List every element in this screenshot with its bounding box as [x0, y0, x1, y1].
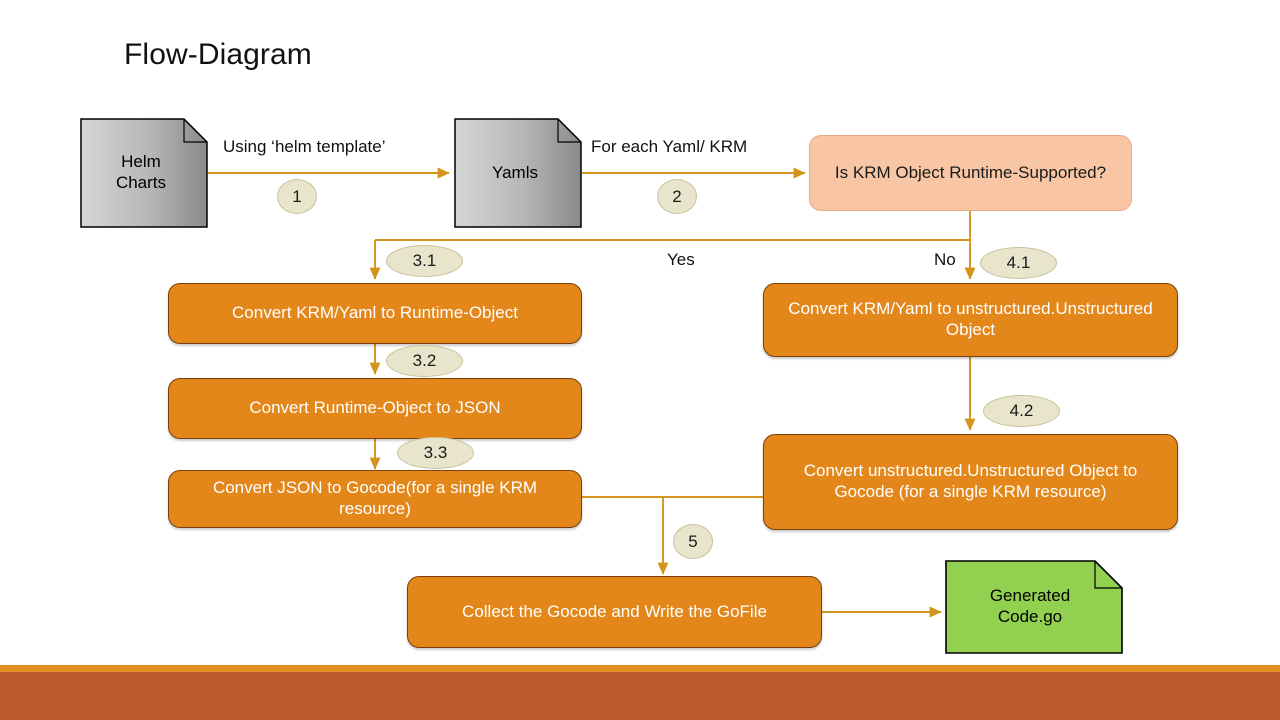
step-badge-3-2: 3.2	[386, 345, 463, 377]
step-badge-3-2-label: 3.2	[412, 351, 437, 370]
edge-label-no: No	[934, 250, 956, 269]
step-badge-2-label: 2	[672, 186, 682, 206]
step-badge-4-1-label: 4.1	[1006, 253, 1031, 272]
node-convert-unstructured-to-gocode[interactable]: Convert unstructured.Unstructured Object…	[763, 434, 1178, 530]
step-badge-4-1: 4.1	[980, 247, 1057, 279]
node-helm-charts[interactable]: Helm Charts	[80, 118, 208, 228]
step-badge-1-label: 1	[292, 186, 302, 206]
step-badge-3-3-label: 3.3	[423, 443, 448, 462]
step-badge-5: 5	[673, 524, 713, 559]
node-generated-code-go[interactable]: Generated Code.go	[945, 560, 1123, 654]
document-shape-icon	[80, 118, 208, 228]
node-convert-krm-yaml-to-unstructured[interactable]: Convert KRM/Yaml to unstructured.Unstruc…	[763, 283, 1178, 357]
node-decision-krm-runtime-supported[interactable]: Is KRM Object Runtime-Supported?	[809, 135, 1132, 211]
node-convert-krm-yaml-to-runtime-object[interactable]: Convert KRM/Yaml to Runtime-Object	[168, 283, 582, 344]
step-badge-4-2-label: 4.2	[1009, 401, 1034, 420]
step-badge-4-2: 4.2	[983, 395, 1060, 427]
node-convert-runtime-object-to-json-label: Convert Runtime-Object to JSON	[249, 398, 501, 418]
node-convert-json-to-gocode-label: Convert JSON to Gocode(for a single KRM …	[212, 478, 538, 518]
step-badge-2: 2	[657, 179, 697, 214]
node-convert-krm-yaml-to-unstructured-label: Convert KRM/Yaml to unstructured.Unstruc…	[788, 299, 1153, 339]
node-convert-krm-yaml-to-runtime-object-label: Convert KRM/Yaml to Runtime-Object	[232, 303, 518, 323]
node-convert-json-to-gocode[interactable]: Convert JSON to Gocode(for a single KRM …	[168, 470, 582, 528]
node-decision-label: Is KRM Object Runtime-Supported?	[834, 162, 1107, 182]
document-shape-icon	[945, 560, 1123, 654]
footer-band	[0, 672, 1280, 720]
edge-label-for-each-yaml-krm: For each Yaml/ KRM	[591, 137, 748, 156]
node-yamls[interactable]: Yamls	[454, 118, 582, 228]
step-badge-3-3: 3.3	[397, 437, 474, 469]
document-shape-icon	[454, 118, 582, 228]
page-title: Flow-Diagram	[124, 38, 312, 71]
step-badge-3-1: 3.1	[386, 245, 463, 277]
node-collect-gocode-write-gofile[interactable]: Collect the Gocode and Write the GoFile	[407, 576, 822, 648]
node-collect-gocode-write-gofile-label: Collect the Gocode and Write the GoFile	[462, 601, 767, 621]
step-badge-5-label: 5	[688, 531, 698, 551]
edge-label-using-helm-template: Using ‘helm template’	[223, 137, 386, 156]
node-convert-runtime-object-to-json[interactable]: Convert Runtime-Object to JSON	[168, 378, 582, 439]
step-badge-3-1-label: 3.1	[412, 251, 437, 270]
step-badge-1: 1	[277, 179, 317, 214]
node-convert-unstructured-to-gocode-label: Convert unstructured.Unstructured Object…	[803, 461, 1138, 501]
edge-label-yes: Yes	[667, 250, 695, 269]
footer-stripe	[0, 665, 1280, 672]
